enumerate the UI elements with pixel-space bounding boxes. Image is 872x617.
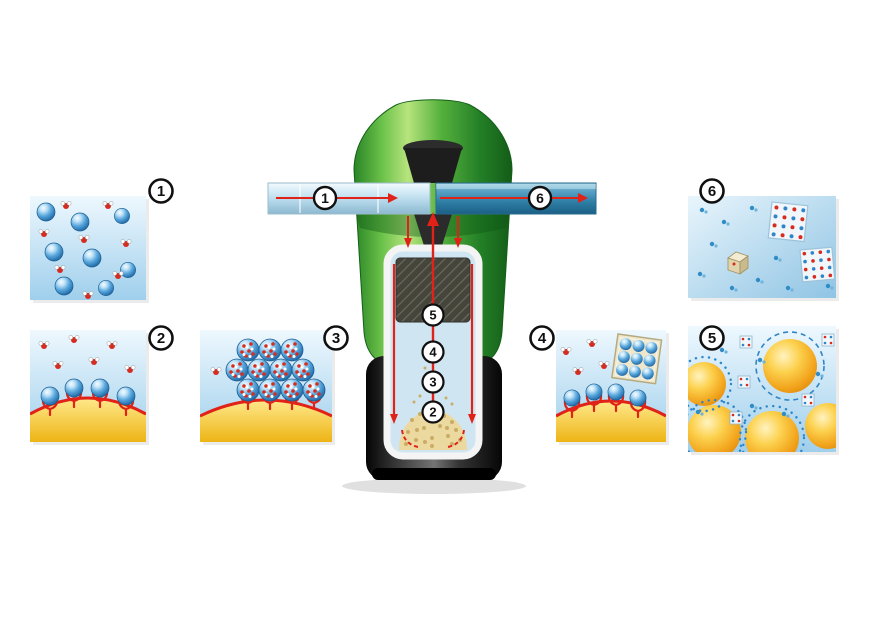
panel-6-treated-water [688,196,839,301]
outlet-flow-badge: 6 [527,185,553,211]
up-arrowhead [427,212,439,226]
downflow-arrows [392,264,474,416]
floor-shadow [342,478,526,494]
bottom-turn-dashes [401,429,465,448]
down-arrowhead-right [468,414,476,424]
panel-badge-1: 1 [148,178,174,204]
stage-badge-4: 4 [421,340,445,364]
panel-4-crystal-formation [556,330,669,445]
resin-surface [200,400,332,442]
active-membrane-line [30,396,146,416]
stage-badge-2: 2 [421,400,445,424]
panel-badge-5: 5 [699,325,725,351]
softener-device: 1 6 5 4 3 2 [267,99,597,494]
panel-badge-3: 3 [323,325,349,351]
inlet-flow-badge: 1 [312,185,338,211]
inlet-flow-number: 1 [321,190,329,206]
panel-1-raw-water [30,196,149,303]
down-arrowhead-left [390,414,398,424]
panel-number: 3 [332,330,340,347]
panel-number: 2 [157,330,165,347]
resin-surface [30,398,146,442]
panel-number: 1 [157,183,165,200]
stage-badge-3: 3 [421,370,445,394]
panel-badge-2: 2 [148,325,174,351]
stage-number: 4 [429,345,437,360]
crystal-lattice [767,201,809,243]
panel-2-ion-attachment [30,330,149,445]
panel-badge-6: 6 [699,178,725,204]
stage-number: 3 [429,375,436,390]
crystal-lattice [799,246,836,283]
crystal-cube [727,251,749,275]
stage-badge-5: 5 [421,303,445,327]
crystal-lattice [611,333,663,385]
panel-5-resin-beads [688,326,839,455]
stage-number: 2 [429,405,436,420]
intake-funnel-top [404,148,462,183]
panel-number: 6 [708,183,716,200]
panel-number: 4 [538,330,547,347]
panel-number: 5 [708,330,716,347]
ion-shell-rings [688,331,825,452]
panel-3-saturated-resin [200,330,335,445]
panel-badge-4: 4 [529,325,555,351]
outlet-flow-number: 6 [536,190,544,206]
resin-beads [688,339,836,452]
stage-number: 5 [429,308,436,323]
